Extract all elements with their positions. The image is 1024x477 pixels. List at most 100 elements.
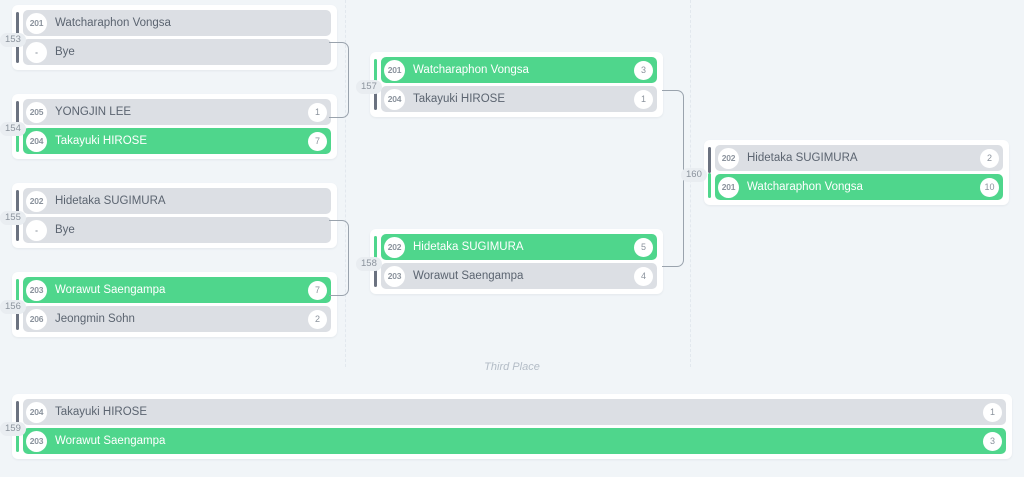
competitor-name: Bye <box>55 46 75 58</box>
match-card[interactable]: 203 Worawut Saengampa 7 206 Jeongmin Soh… <box>12 272 337 337</box>
score-badge <box>308 43 327 62</box>
match-154[interactable]: 205 YONGJIN LEE 1 204 Takayuki HIROSE 7 … <box>0 94 337 159</box>
competitor-accent-bar <box>16 12 19 38</box>
match-card[interactable]: 201 Watcharaphon Vongsa 3 204 Takayuki H… <box>370 52 663 117</box>
seed-badge: 202 <box>718 147 739 169</box>
match-156[interactable]: 203 Worawut Saengampa 7 206 Jeongmin Soh… <box>0 272 337 337</box>
competitor-row[interactable]: - Bye <box>23 39 331 65</box>
competitor-accent-bar <box>374 84 377 110</box>
seed-badge: 201 <box>26 12 47 34</box>
score-badge: 2 <box>980 148 999 168</box>
competitor-row-winner[interactable]: 202 Hidetaka SUGIMURA 5 <box>381 234 657 260</box>
competitor-row-winner[interactable]: 203 Worawut Saengampa 3 <box>23 428 1006 454</box>
competitor-accent-bar <box>16 101 19 127</box>
competitor-accent-bar-winner <box>16 279 19 305</box>
seed-badge: - <box>26 41 47 63</box>
match-157[interactable]: 201 Watcharaphon Vongsa 3 204 Takayuki H… <box>356 52 663 117</box>
competitor-row[interactable]: 202 Hidetaka SUGIMURA <box>23 188 331 214</box>
competitor-row[interactable]: 204 Takayuki HIROSE 1 <box>23 399 1006 425</box>
competitor-name: Watcharaphon Vongsa <box>747 181 863 193</box>
competitor-accent-bar-winner <box>374 236 377 262</box>
seed-badge: 203 <box>26 430 47 452</box>
bracket-connector <box>329 220 349 296</box>
competitor-row-winner[interactable]: 203 Worawut Saengampa 7 <box>23 277 331 303</box>
competitor-accent-bar-winner <box>374 59 377 85</box>
seed-badge: 205 <box>26 101 47 123</box>
competitor-row-winner[interactable]: 201 Watcharaphon Vongsa 3 <box>381 57 657 83</box>
score-badge: 1 <box>983 402 1002 422</box>
score-badge: 4 <box>634 266 653 286</box>
seed-badge: 204 <box>26 130 47 152</box>
match-155[interactable]: 202 Hidetaka SUGIMURA - Bye 155 <box>0 183 337 248</box>
competitor-row-winner[interactable]: 204 Takayuki HIROSE 7 <box>23 128 331 154</box>
competitor-name: Worawut Saengampa <box>55 284 166 296</box>
competitor-name: Takayuki HIROSE <box>413 93 506 105</box>
column-divider-2 <box>690 0 691 367</box>
score-badge: 3 <box>983 431 1002 451</box>
score-badge <box>308 221 327 240</box>
bracket-connector <box>329 42 349 118</box>
score-badge: 10 <box>980 177 999 197</box>
competitor-row[interactable]: 202 Hidetaka SUGIMURA 2 <box>715 145 1003 171</box>
match-card[interactable]: 202 Hidetaka SUGIMURA - Bye <box>12 183 337 248</box>
match-159[interactable]: 204 Takayuki HIROSE 1 203 Worawut Saenga… <box>0 394 1012 459</box>
column-divider-1 <box>345 0 346 367</box>
match-number: 155 <box>0 211 26 225</box>
score-badge: 3 <box>634 60 653 80</box>
competitor-accent-bar <box>16 401 19 427</box>
match-card[interactable]: 202 Hidetaka SUGIMURA 5 203 Worawut Saen… <box>370 229 663 294</box>
match-number: 154 <box>0 122 26 136</box>
match-number: 156 <box>0 300 26 314</box>
bracket-connector <box>662 90 684 267</box>
match-card[interactable]: 205 YONGJIN LEE 1 204 Takayuki HIROSE 7 <box>12 94 337 159</box>
seed-badge: 202 <box>384 236 405 258</box>
competitor-name: Jeongmin Sohn <box>55 313 135 325</box>
seed-badge: 204 <box>384 88 405 110</box>
score-badge: 2 <box>308 309 327 329</box>
match-158[interactable]: 202 Hidetaka SUGIMURA 5 203 Worawut Saen… <box>356 229 663 294</box>
seed-badge: 206 <box>26 308 47 330</box>
seed-badge: 203 <box>384 265 405 287</box>
competitor-row[interactable]: 203 Worawut Saengampa 4 <box>381 263 657 289</box>
competitor-name: Takayuki HIROSE <box>55 406 148 418</box>
competitor-name: Bye <box>55 224 75 236</box>
competitor-name: Watcharaphon Vongsa <box>55 17 171 29</box>
competitor-name: Watcharaphon Vongsa <box>413 64 529 76</box>
match-number: 157 <box>356 80 382 94</box>
match-160[interactable]: 202 Hidetaka SUGIMURA 2 201 Watcharaphon… <box>681 140 1009 205</box>
match-card[interactable]: 204 Takayuki HIROSE 1 203 Worawut Saenga… <box>12 394 1012 459</box>
competitor-accent-bar <box>708 147 711 173</box>
score-badge: 7 <box>308 280 327 300</box>
competitor-accent-bar-winner <box>16 426 19 452</box>
competitor-name: Hidetaka SUGIMURA <box>413 241 524 253</box>
competitor-row[interactable]: 204 Takayuki HIROSE 1 <box>381 86 657 112</box>
seed-badge: 204 <box>26 401 47 423</box>
competitor-accent-bar-winner <box>708 172 711 198</box>
competitor-row[interactable]: 201 Watcharaphon Vongsa <box>23 10 331 36</box>
competitor-row[interactable]: - Bye <box>23 217 331 243</box>
score-badge: 1 <box>634 89 653 109</box>
match-card[interactable]: 201 Watcharaphon Vongsa - Bye <box>12 5 337 70</box>
score-badge: 1 <box>308 102 327 122</box>
seed-badge: - <box>26 219 47 241</box>
seed-badge: 203 <box>26 279 47 301</box>
match-number: 153 <box>0 33 26 47</box>
competitor-row[interactable]: 205 YONGJIN LEE 1 <box>23 99 331 125</box>
competitor-accent-bar <box>16 215 19 241</box>
competitor-name: Worawut Saengampa <box>413 270 524 282</box>
match-number: 160 <box>681 168 707 182</box>
match-number: 159 <box>0 422 26 436</box>
score-badge: 5 <box>634 237 653 257</box>
match-153[interactable]: 201 Watcharaphon Vongsa - Bye 153 <box>0 5 337 70</box>
competitor-row-winner[interactable]: 201 Watcharaphon Vongsa 10 <box>715 174 1003 200</box>
seed-badge: 202 <box>26 190 47 212</box>
score-badge <box>308 14 327 33</box>
competitor-name: Takayuki HIROSE <box>55 135 148 147</box>
competitor-name: Hidetaka SUGIMURA <box>747 152 858 164</box>
competitor-name: YONGJIN LEE <box>55 106 132 118</box>
competitor-accent-bar <box>16 304 19 330</box>
competitor-name: Worawut Saengampa <box>55 435 166 447</box>
match-card[interactable]: 202 Hidetaka SUGIMURA 2 201 Watcharaphon… <box>704 140 1009 205</box>
competitor-row[interactable]: 206 Jeongmin Sohn 2 <box>23 306 331 332</box>
